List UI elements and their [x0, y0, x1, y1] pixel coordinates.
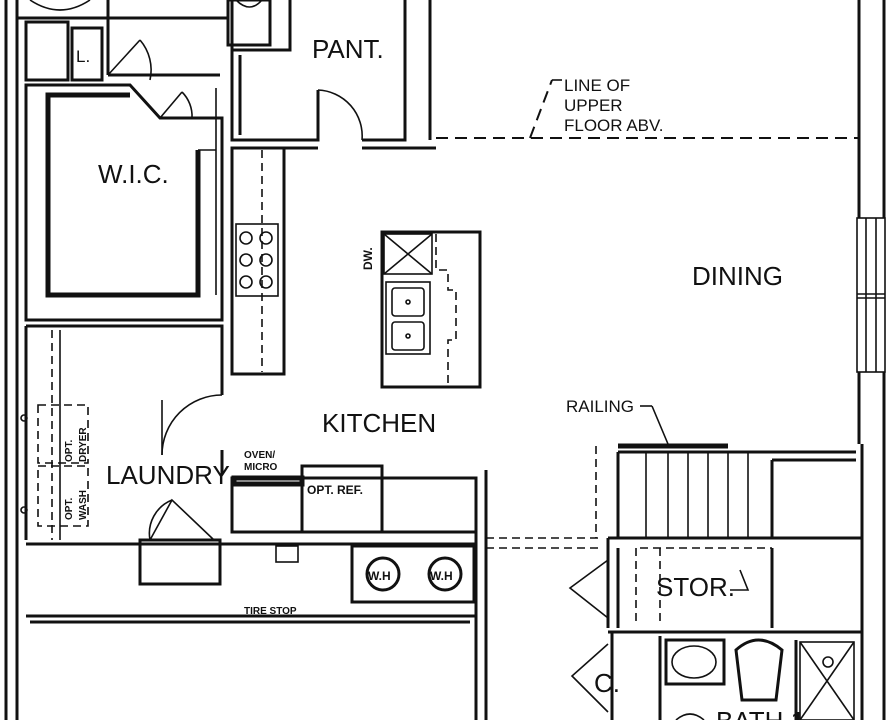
room-label-storage: STOR.	[656, 572, 735, 602]
note-opt-ref: OPT. REF.	[307, 483, 363, 497]
note-dishwasher: DW.	[361, 247, 375, 270]
note-upper-floor-line-2: UPPER	[564, 96, 623, 115]
room-label-closet: C.	[594, 668, 620, 698]
kitchen-lower-counter	[230, 464, 488, 720]
room-label-bath: BATH 1	[716, 706, 805, 720]
note-water-heater-2: W.H	[430, 569, 453, 583]
note-opt-wash-1: OPT.	[64, 498, 75, 520]
room-label-walk-in-closet: W.I.C.	[98, 159, 169, 189]
walk-in-closet	[24, 83, 224, 322]
room-label-pantry: PANT.	[312, 34, 384, 64]
note-upper-floor-line-1: LINE OF	[564, 76, 630, 95]
kitchen-island	[380, 230, 482, 389]
upper-floor-line	[436, 79, 859, 139]
kitchen-back-counter	[230, 146, 286, 376]
bath-1	[570, 630, 862, 720]
stairs	[486, 405, 862, 628]
note-oven-micro-2: MICRO	[244, 462, 278, 473]
master-bath-area	[17, 0, 272, 82]
laundry-room	[24, 324, 224, 586]
note-railing: RAILING	[566, 397, 634, 416]
note-oven-micro-1: OVEN/	[244, 450, 275, 461]
pantry	[230, 0, 436, 150]
note-opt-dryer-2: DRYER	[78, 427, 89, 462]
room-label-dining: DINING	[692, 261, 783, 291]
note-opt-wash-2: WASH	[78, 490, 89, 520]
room-label-laundry: LAUNDRY	[106, 460, 230, 490]
room-label-linen: L.	[76, 47, 90, 66]
exterior-walls	[4, 0, 886, 720]
note-tire-stop: TIRE STOP	[244, 606, 297, 617]
room-label-kitchen: KITCHEN	[322, 408, 436, 438]
garage-area	[26, 542, 476, 624]
note-upper-floor-line-3: FLOOR ABV.	[564, 116, 664, 135]
note-opt-dryer-1: OPT.	[64, 440, 75, 462]
note-water-heater-1: W.H	[368, 569, 391, 583]
dining-window	[856, 217, 886, 373]
